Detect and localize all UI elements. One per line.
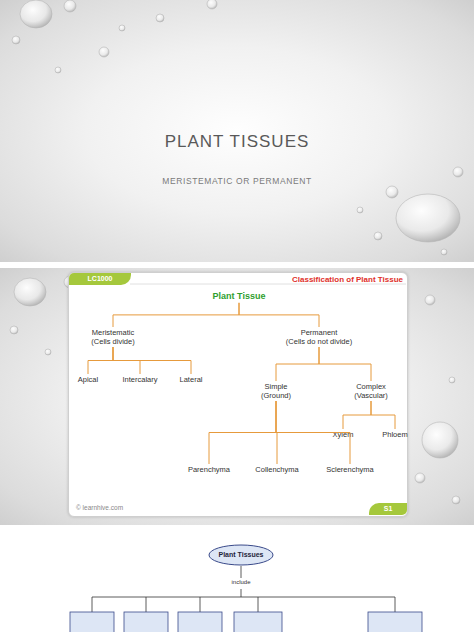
concept-box-tops [70,612,422,632]
tree-label: Meristematic (Cells divide) [73,328,153,346]
tree-label: Apical [68,375,108,384]
tree-label: Collenchyma [247,465,307,474]
node-text: Apical [68,375,108,384]
tree-label: Complex (Vascular) [336,382,406,400]
node-text: Sclerenchyma [318,465,382,474]
slide-title: PLANT TISSUES [0,132,474,152]
node-text: Simple (Ground) [244,382,308,400]
tree-label: Simple (Ground) [244,382,308,400]
node-text: Complex (Vascular) [336,382,406,400]
code-tab: LC1000 [69,273,131,285]
tree-label: Parenchyma [179,465,239,474]
link-phrase: include [201,579,281,586]
tree-label: Lateral [171,375,211,384]
tab-text: S1 [369,503,407,515]
figure-title: Classification of Plant Tissue [219,275,403,285]
tree-label: Phloem [375,430,415,439]
slide-subtitle: MERISTEMATIC OR PERMANENT [0,176,474,186]
concept-line [241,566,242,578]
node-text: Plant Tissue [199,291,279,302]
node-text: Meristematic (Cells divide) [73,328,153,346]
tree-label: Intercalary [115,375,165,384]
node-text: Intercalary [115,375,165,384]
figure-card: Classification of Plant Tissue © learnhiv… [68,272,408,517]
title-slide: PLANT TISSUES MERISTEMATIC OR PERMANENT [0,0,474,262]
root-label: Plant Tissue [199,291,279,302]
tree-label: Permanent (Cells do not divide) [269,328,369,346]
tree-label: Xylem [323,430,363,439]
slide-tab: S1 [369,503,407,515]
concept-text: Plant Tissues [208,544,274,566]
node-text: Lateral [171,375,211,384]
concept-line [92,597,395,598]
concept-drops [92,597,395,612]
tab-text: LC1000 [69,273,131,285]
copyright-note: © learnhive.com [76,504,166,512]
node-text: Permanent (Cells do not divide) [269,328,369,346]
node-text: Xylem [323,430,363,439]
concept-ellipse: Plant Tissues [208,544,274,566]
node-text: Collenchyma [247,465,307,474]
node-text: Phloem [375,430,415,439]
node-text: Parenchyma [179,465,239,474]
tree-label: Sclerenchyma [318,465,382,474]
concept-line [241,589,242,597]
